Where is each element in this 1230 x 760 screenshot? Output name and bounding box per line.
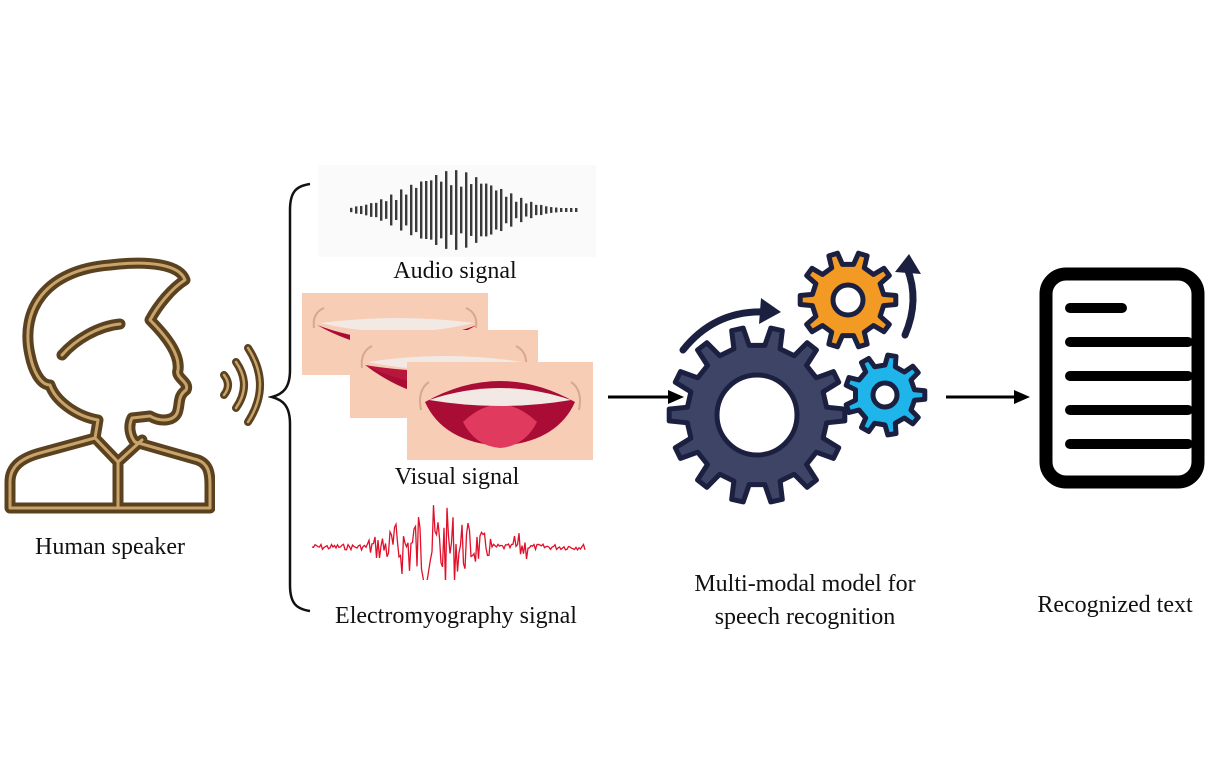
audio-wave-bar (565, 208, 568, 212)
audio-wave-bar (455, 170, 458, 250)
visual-label: Visual signal (394, 464, 520, 490)
audio-wave-bar (450, 185, 453, 235)
emg-wave-line (312, 505, 586, 580)
audio-wave-bar (530, 201, 533, 219)
audio-wave-bar (550, 207, 553, 213)
model-label-line1: Multi-modal model for (694, 571, 916, 597)
audio-wave-bar (365, 204, 368, 216)
audio-waveform-icon (318, 165, 596, 257)
audio-wave-bar (510, 193, 513, 227)
audio-wave-bar (485, 183, 488, 237)
audio-wave-bar (470, 184, 473, 236)
audio-wave-bar (545, 206, 548, 214)
blue-gear-hole (870, 380, 900, 410)
audio-wave-bar (375, 202, 378, 218)
model-label: Multi-modal model for speech recognition (660, 568, 950, 634)
sound-waves-icon (210, 340, 270, 430)
output-label: Recognized text (1037, 592, 1193, 618)
audio-wave-bar (395, 200, 398, 220)
audio-label: Audio signal (393, 258, 517, 284)
audio-wave-bar (435, 175, 438, 245)
large-gear-hole (714, 372, 800, 458)
audio-wave-bar (355, 206, 358, 214)
audio-wave-bar (495, 190, 498, 230)
document-icon (1038, 266, 1206, 490)
audio-wave-bar (480, 183, 483, 237)
arrow-to-text (944, 387, 1034, 407)
audio-wave-bar (460, 186, 463, 234)
audio-wave-bar (385, 201, 388, 219)
human-speaker-icon (0, 250, 215, 515)
speaker-label: Human speaker (35, 534, 185, 560)
audio-wave-bar (505, 196, 508, 224)
audio-wave-bar (370, 203, 373, 217)
audio-wave-bar (400, 189, 403, 231)
model-label-line2: speech recognition (714, 604, 896, 630)
audio-wave-bar (445, 171, 448, 249)
audio-wave-bar (410, 184, 413, 236)
audio-wave-bar (535, 204, 538, 216)
mouth-icon (407, 362, 593, 460)
audio-wave-bar (500, 188, 503, 232)
emg-label: Electromyography signal (335, 603, 577, 629)
audio-wave-bar (575, 208, 578, 212)
audio-wave-bar (415, 187, 418, 233)
arrow-to-model (606, 387, 686, 407)
curly-brace (268, 180, 318, 615)
audio-wave-bar (490, 185, 493, 235)
audio-wave-bar (525, 203, 528, 217)
emg-waveform-icon (312, 495, 590, 580)
audio-wave-bar (475, 177, 478, 243)
audio-wave-bar (420, 181, 423, 239)
audio-wave-bar (390, 194, 393, 226)
audio-wave-bar (440, 181, 443, 239)
audio-wave-bar (405, 194, 408, 226)
audio-wave-bar (360, 205, 363, 215)
audio-wave-bar (430, 180, 433, 240)
audio-wave-bar (380, 199, 383, 221)
orange-gear-hole (830, 282, 866, 318)
gears-icon (665, 240, 940, 510)
audio-wave-bar (350, 207, 353, 213)
audio-wave-bar (555, 207, 558, 213)
audio-wave-bar (520, 197, 523, 223)
audio-wave-bar (560, 208, 563, 212)
audio-wave-bar (540, 204, 543, 216)
audio-wave-bar (515, 201, 518, 219)
audio-wave-bar (570, 208, 573, 212)
audio-wave-bar (465, 172, 468, 248)
audio-wave-bar (425, 181, 428, 239)
